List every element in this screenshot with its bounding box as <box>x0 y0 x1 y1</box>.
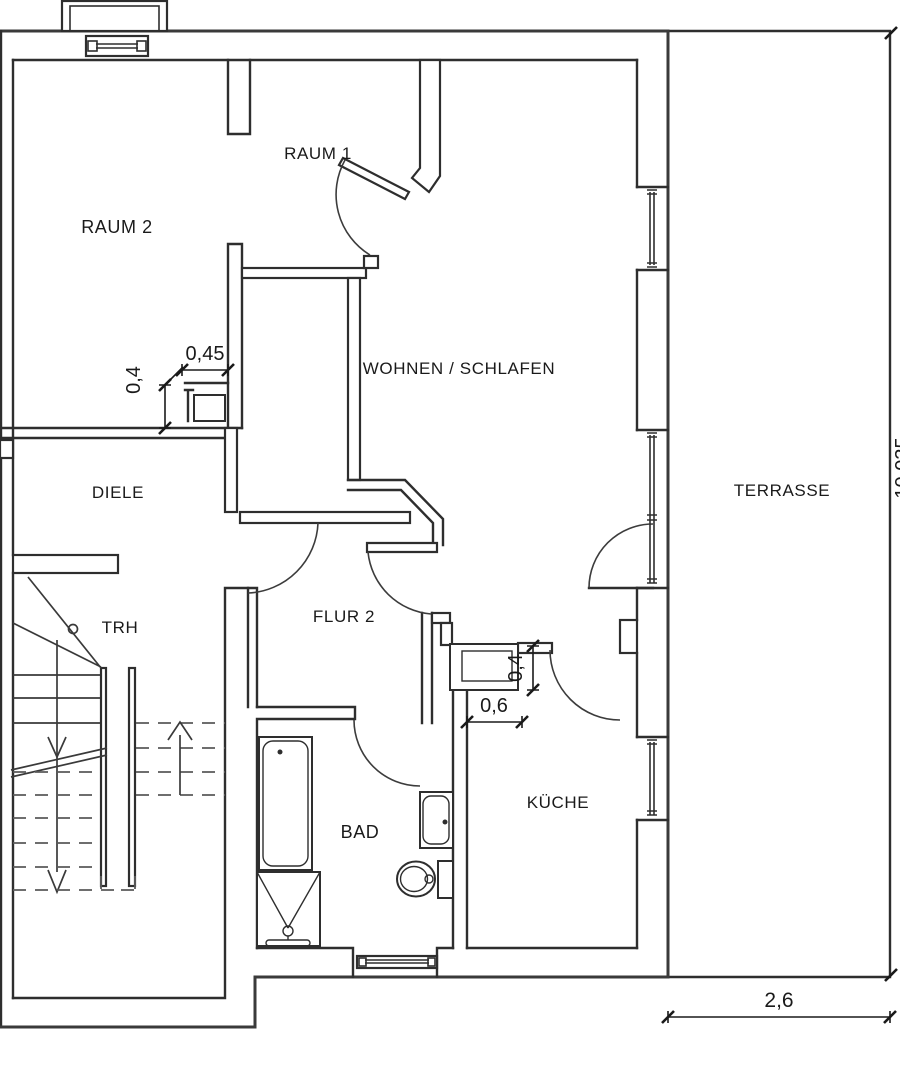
dimension-0-4-left: 0,4 <box>123 366 184 435</box>
room-label-kueche: KÜCHE <box>527 793 590 812</box>
washbasin <box>419 791 454 849</box>
wall-wohnen-west <box>346 276 362 482</box>
bathtub <box>258 736 313 871</box>
door-leaf-raum1 <box>337 156 411 201</box>
wall-raum2-raum1-stub <box>226 58 252 136</box>
stair-tower-inner <box>11 586 250 1000</box>
window-south <box>355 954 439 970</box>
dimension-label: 0,6 <box>480 695 508 717</box>
chimney-inner <box>69 5 160 32</box>
wall-wohnen-south <box>346 478 445 547</box>
wall-raum1-south <box>240 266 368 280</box>
wall-pier-east <box>618 618 639 655</box>
toilet <box>396 860 454 899</box>
wall-bad-kueche <box>451 686 469 950</box>
door-arc-wohnen <box>367 551 432 615</box>
window-east-1 <box>635 185 670 272</box>
room-label-raum1: RAUM 1 <box>284 144 352 163</box>
room-label-flur2: FLUR 2 <box>313 607 375 626</box>
interior-walls <box>0 58 639 950</box>
window-east-3 <box>635 735 670 822</box>
room-label-wohnen: WOHNEN / SCHLAFEN <box>363 359 556 378</box>
dimension-0-4-kueche: 0,4 <box>505 639 540 697</box>
door-arc-terrasse <box>588 523 654 589</box>
stairs <box>10 576 225 895</box>
stair-tower-outer <box>0 975 257 1029</box>
room-label-trh: TRH <box>102 618 139 637</box>
door-arc-raum1 <box>335 159 371 256</box>
door-arc-bad <box>353 719 421 787</box>
dimension-0-6: 0,6 <box>460 695 529 729</box>
kitchen-fixtures <box>449 643 519 691</box>
wall-raum2-diele <box>0 426 244 440</box>
dimensions: 0,45 0,4 0,6 0,4 2,6 10,035 <box>123 26 900 1024</box>
room-label-diele: DIELE <box>92 483 144 502</box>
door-arc-diele <box>247 522 319 594</box>
door-leaf-wohnen <box>365 541 439 554</box>
stair-down-arrow <box>47 736 67 760</box>
window-casement <box>87 40 98 52</box>
dimension-label: 10,035 <box>892 437 900 498</box>
stair-dashed-corner <box>100 876 136 891</box>
wall-raum2-east <box>226 242 244 430</box>
stair-walkline-start <box>67 623 79 635</box>
door-arc-kueche <box>549 649 621 721</box>
wall-pier <box>439 621 454 647</box>
wall-bad-north-west <box>255 705 357 950</box>
stair-newel-wall <box>127 666 137 888</box>
window-frame <box>84 34 150 58</box>
kitchen-sink <box>461 650 513 682</box>
window-casement <box>136 40 147 52</box>
window-glazing <box>96 43 138 49</box>
dimension-10-035: 10,035 <box>884 26 900 982</box>
wall-flur2-north <box>238 510 412 525</box>
window-north <box>84 34 150 58</box>
shaft <box>193 394 226 422</box>
window-east-2 <box>635 428 670 590</box>
room-labels: RAUM 2 RAUM 1 WOHNEN / SCHLAFEN DIELE TR… <box>81 144 830 842</box>
doors <box>247 156 655 787</box>
wall-niche <box>183 381 230 423</box>
dimension-label: 0,4 <box>505 654 527 682</box>
terrasse-outline <box>666 29 892 979</box>
shower <box>256 871 321 947</box>
dimension-label: 0,4 <box>123 366 145 394</box>
room-label-raum2: RAUM 2 <box>81 217 153 237</box>
stair-up-arrow <box>167 720 193 741</box>
room-label-bad: BAD <box>341 822 380 842</box>
bathroom-fixtures <box>256 736 454 947</box>
stair-break-line <box>10 747 108 778</box>
east-windows <box>355 185 670 970</box>
wall-flur2-west <box>246 586 259 709</box>
dimension-label: 0,45 <box>186 343 225 365</box>
stair-down-arrow <box>47 869 67 895</box>
dimension-label: 2,6 <box>764 989 793 1012</box>
wall-raum1-wohnen <box>410 58 442 194</box>
wall-diele-wohnen <box>223 426 239 514</box>
south-wall-inner <box>255 946 639 979</box>
stair-newel-wall <box>99 666 108 888</box>
wall-nub <box>362 254 380 270</box>
wall-flur2-east <box>420 611 434 725</box>
chimney <box>60 0 169 33</box>
wall-trh-north <box>11 553 120 575</box>
dimension-0-45: 0,45 <box>175 343 235 377</box>
room-label-terrasse: TERRASSE <box>734 481 830 500</box>
wall-jog <box>430 611 452 625</box>
wall-stub-west <box>0 438 15 460</box>
dimension-2-6: 2,6 <box>661 989 897 1024</box>
